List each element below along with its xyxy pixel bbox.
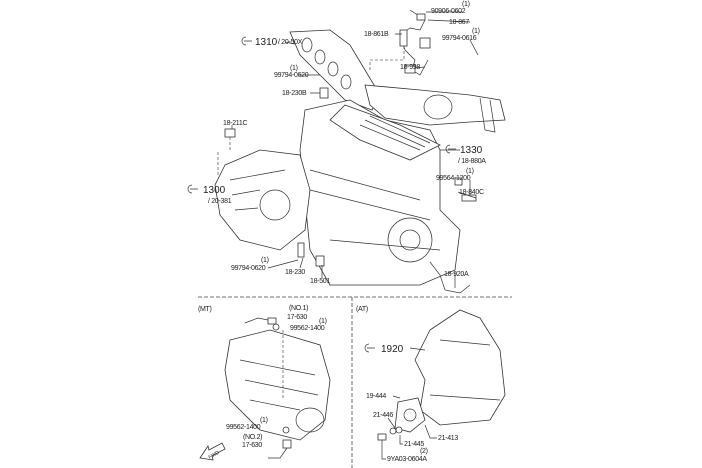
part-label: 18-861B [364,31,389,38]
qty-label: (1) [319,318,327,325]
ref-sub: / 20-50X [278,39,303,46]
manual-transmission [224,329,331,441]
ref-code: 1920 [381,344,404,355]
part-label: 18-230B [282,90,307,97]
part-label: 18-840C [459,189,484,196]
qty-label: (2) [420,448,428,455]
engine-block [299,99,461,286]
qty-label: (1) [261,257,269,264]
part-label: 9YA03-0604A [387,456,427,463]
ref-sub: / 18-880A [458,158,486,165]
part-label: 99794-0620 [231,265,266,272]
part-label: 18-998 [400,64,420,71]
sensor-18-861b-part [399,29,408,47]
section-title-at: (AT) [356,306,368,313]
qty-label: (1) [260,417,268,424]
part-label: 99562-1400 [226,424,261,431]
ref-code: 1300 [203,185,226,196]
reference-icon [445,144,456,154]
part-label: 99564-1200 [436,175,471,182]
reference-icon [241,36,252,46]
part-label: 21-446 [373,412,393,419]
part-label: 18-920A [444,271,469,278]
section-title-mt: (MT) [198,306,212,313]
part-note: (NO.1) [289,305,308,312]
catalytic-converter [364,84,506,133]
sensor-18-867-part [416,13,426,21]
reference-icon [187,184,198,194]
intake-manifold [214,149,311,251]
part-label: 18-211C [223,120,247,127]
part-label: 99562-1400 [290,325,325,332]
automatic-transmission [414,309,506,426]
qty-label: (1) [290,65,298,72]
valve-body-part [394,397,426,433]
qty-label: (1) [466,168,474,175]
fwd-label: FWD [208,450,221,461]
part-label: 19-444 [366,393,386,400]
part-label: 21-413 [438,435,458,442]
part-label: 17-630 [287,314,307,321]
part-label: 17-630 [242,442,262,449]
reference-icon [364,343,375,353]
part-label: 90906-0602 [431,8,466,15]
exhaust-manifold [289,29,381,111]
ref-code: 1310 [255,37,278,48]
part-label: 21-445 [404,441,424,448]
qty-label: (1) [462,1,470,8]
ref-sub: / 20-381 [208,198,232,205]
part-label: 99794-0620 [274,72,309,79]
sensor-18-211c-part [224,128,236,138]
part-label: 99794-0616 [442,35,477,42]
part-label: 18-230 [285,269,305,276]
part-label: 18-501 [310,278,330,285]
part-note: (NO.2) [243,434,262,441]
part-label: 18-867 [449,19,469,26]
ref-code: 1330 [460,145,483,156]
fwd-arrow-icon [199,442,226,461]
qty-label: (1) [472,28,480,35]
